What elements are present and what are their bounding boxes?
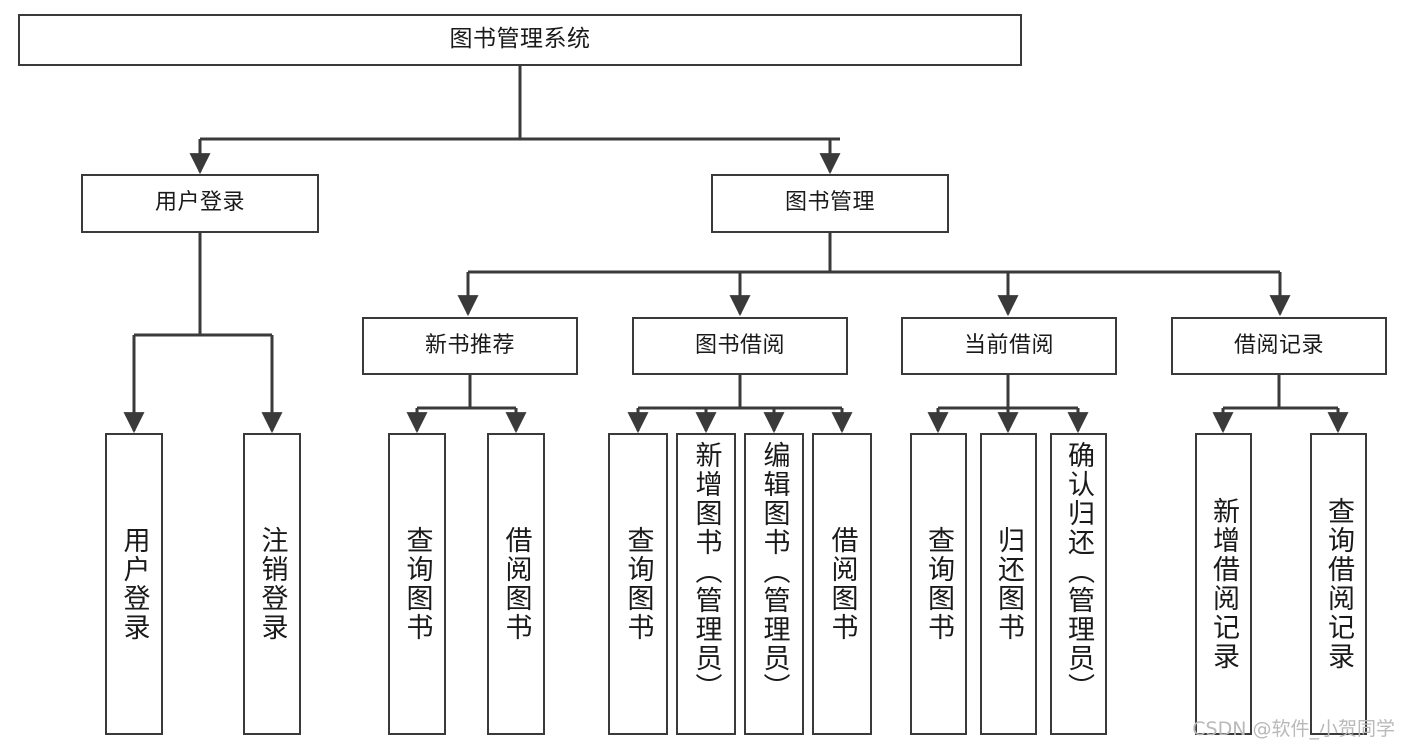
node-leaf-add-record-label: 新增借阅记录 xyxy=(1208,497,1239,671)
node-borrow-record-label: 借阅记录 xyxy=(1233,332,1324,358)
node-leaf-add-book[interactable]: 新增图书（管理员） xyxy=(676,433,736,735)
node-new-book-recommend[interactable]: 新书推荐 xyxy=(362,317,578,375)
node-leaf-query-book-1[interactable]: 查询图书 xyxy=(388,433,446,735)
node-leaf-query-record[interactable]: 查询借阅记录 xyxy=(1310,433,1367,735)
node-leaf-query-record-label: 查询借阅记录 xyxy=(1323,497,1354,671)
watermark: CSDN @软件_小贺同学 xyxy=(1192,718,1395,740)
node-leaf-logout[interactable]: 注销登录 xyxy=(243,433,301,735)
node-book-borrow-label: 图书借阅 xyxy=(694,332,785,358)
node-leaf-user-login[interactable]: 用户登录 xyxy=(105,433,163,735)
node-leaf-edit-book[interactable]: 编辑图书（管理员） xyxy=(744,433,804,735)
node-leaf-add-book-label: 新增图书（管理员） xyxy=(690,441,722,702)
node-new-book-recommend-label: 新书推荐 xyxy=(424,332,515,358)
node-leaf-confirm-return-label: 确认归还（管理员） xyxy=(1063,441,1094,702)
node-leaf-query-book-1-label: 查询图书 xyxy=(401,526,433,642)
node-leaf-query-book-3[interactable]: 查询图书 xyxy=(910,433,967,735)
node-leaf-borrow-book-1-label: 借阅图书 xyxy=(500,526,532,642)
node-user-login[interactable]: 用户登录 xyxy=(81,174,319,233)
node-leaf-return-book[interactable]: 归还图书 xyxy=(980,433,1037,735)
node-leaf-user-login-label: 用户登录 xyxy=(118,526,150,642)
node-root-label: 图书管理系统 xyxy=(449,26,591,53)
node-leaf-confirm-return[interactable]: 确认归还（管理员） xyxy=(1050,433,1107,735)
node-user-login-label: 用户登录 xyxy=(154,190,245,216)
node-leaf-query-book-2-label: 查询图书 xyxy=(622,526,654,642)
node-leaf-query-book-2[interactable]: 查询图书 xyxy=(608,433,668,735)
node-leaf-borrow-book-2[interactable]: 借阅图书 xyxy=(812,433,872,735)
node-current-borrow-label: 当前借阅 xyxy=(963,332,1054,358)
node-book-manage-label: 图书管理 xyxy=(784,190,875,216)
node-leaf-return-book-label: 归还图书 xyxy=(993,526,1024,642)
node-leaf-borrow-book-2-label: 借阅图书 xyxy=(826,526,858,642)
node-book-borrow[interactable]: 图书借阅 xyxy=(632,317,848,375)
node-leaf-borrow-book-1[interactable]: 借阅图书 xyxy=(487,433,545,735)
node-leaf-add-record[interactable]: 新增借阅记录 xyxy=(1195,433,1252,735)
node-leaf-logout-label: 注销登录 xyxy=(256,526,288,642)
node-book-manage[interactable]: 图书管理 xyxy=(711,174,949,233)
node-borrow-record[interactable]: 借阅记录 xyxy=(1171,317,1387,375)
node-root[interactable]: 图书管理系统 xyxy=(18,14,1022,66)
node-leaf-query-book-3-label: 查询图书 xyxy=(923,526,954,642)
node-current-borrow[interactable]: 当前借阅 xyxy=(901,317,1117,375)
node-leaf-edit-book-label: 编辑图书（管理员） xyxy=(758,441,790,702)
